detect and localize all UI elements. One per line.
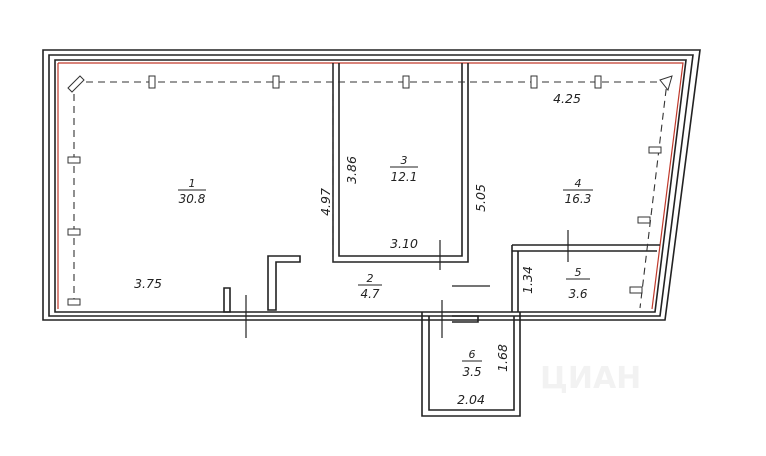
marker <box>148 75 156 89</box>
svg-text:3.6: 3.6 <box>568 287 587 301</box>
marker <box>272 75 280 89</box>
room-6-label: 6 3.5 <box>462 348 482 379</box>
svg-text:2: 2 <box>367 272 374 285</box>
room-1-label: 1 30.8 <box>178 177 206 206</box>
marker <box>637 216 651 224</box>
room-5-label: 5 3.6 <box>566 266 590 301</box>
dim-room3-width: 3.10 <box>390 236 418 251</box>
marker <box>402 75 410 89</box>
svg-text:12.1: 12.1 <box>391 170 418 184</box>
marker <box>648 146 662 154</box>
svg-text:5: 5 <box>575 266 582 279</box>
marker <box>594 75 602 89</box>
dimension-labels: 3.75 4.97 3.86 3.10 5.05 4.25 1.34 1.68 … <box>134 91 581 407</box>
dim-room1-height: 4.97 <box>318 188 333 216</box>
dim-room5-height: 1.34 <box>520 266 535 294</box>
annex-walls <box>421 312 521 417</box>
door-ticks <box>245 230 569 338</box>
svg-text:4: 4 <box>575 177 582 190</box>
corner-marker <box>67 75 85 93</box>
marker <box>67 156 81 164</box>
line-markers <box>67 75 673 306</box>
dim-room6-height: 1.68 <box>495 344 510 372</box>
outer-walls <box>42 49 701 321</box>
room-4-label: 4 16.3 <box>563 177 593 206</box>
marker <box>67 228 81 236</box>
svg-text:1: 1 <box>189 177 196 190</box>
interior-walls <box>223 63 660 323</box>
marker <box>67 298 81 306</box>
svg-text:3: 3 <box>401 154 408 167</box>
svg-text:3.5: 3.5 <box>462 365 481 379</box>
corner-marker <box>659 75 673 92</box>
dim-room6-width: 2.04 <box>457 392 485 407</box>
marker <box>530 75 538 89</box>
svg-text:30.8: 30.8 <box>179 192 206 206</box>
dim-room4-width: 4.25 <box>553 91 581 106</box>
dim-room3-height: 3.86 <box>344 156 359 184</box>
svg-text:6: 6 <box>469 348 476 361</box>
svg-text:16.3: 16.3 <box>565 192 592 206</box>
room-3-label: 3 12.1 <box>390 154 418 184</box>
dim-room4-height: 5.05 <box>473 184 488 212</box>
svg-text:4.7: 4.7 <box>360 287 379 301</box>
room-2-label: 2 4.7 <box>358 272 382 301</box>
dim-room1-width: 3.75 <box>134 276 162 291</box>
watermark: ЦИАН <box>540 361 641 396</box>
marker <box>629 286 643 294</box>
